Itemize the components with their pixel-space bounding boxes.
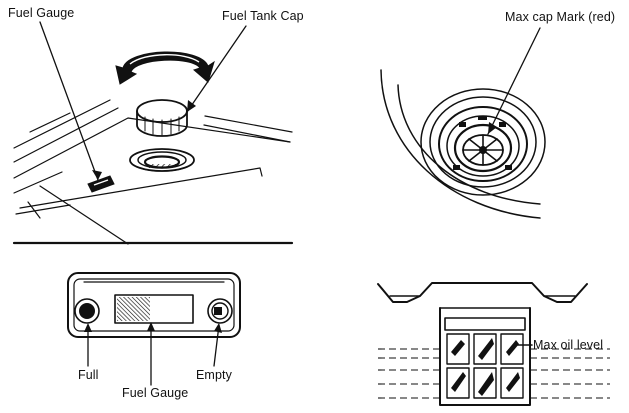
label-full: Full — [78, 368, 99, 382]
tank-top-illustration — [12, 21, 294, 245]
label-fuel-gauge-bottom: Fuel Gauge — [122, 386, 189, 400]
label-max-cap-mark: Max cap Mark (red) — [505, 10, 616, 24]
fuel-level-lines — [378, 348, 610, 399]
fuel-gauge-closeup — [67, 272, 241, 386]
filler-neck-section — [377, 282, 610, 406]
label-empty: Empty — [196, 368, 232, 382]
label-fuel-gauge-top: Fuel Gauge — [8, 6, 75, 20]
strainer-cells — [446, 333, 524, 399]
label-fuel-tank-cap: Fuel Tank Cap — [222, 9, 304, 23]
cap-opening-topview — [380, 27, 546, 219]
